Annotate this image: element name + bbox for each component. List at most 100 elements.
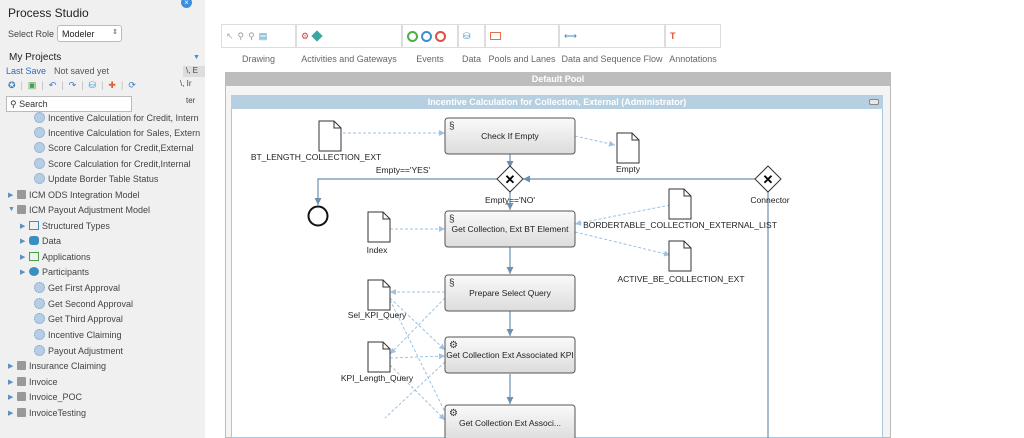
chevron-right-icon[interactable]: ▶ xyxy=(20,268,26,276)
activity[interactable]: ⚙Get Collection Ext Associ... xyxy=(444,404,576,438)
tree-item[interactable]: Get First Approval xyxy=(34,280,120,295)
close-icon[interactable]: × xyxy=(181,0,192,8)
refresh-icon[interactable]: ⟳ xyxy=(128,79,136,90)
end-event[interactable] xyxy=(307,205,329,227)
data-association[interactable] xyxy=(384,361,446,419)
chevron-right-icon[interactable]: ▶ xyxy=(8,393,14,401)
search-input[interactable]: ⚲ Search xyxy=(6,96,132,112)
pool-title[interactable]: Default Pool xyxy=(225,72,891,86)
tree-item[interactable]: ▶ Applications xyxy=(20,249,91,264)
data-object[interactable]: Index xyxy=(367,211,391,255)
tree-item-label: ICM Payout Adjustment Model xyxy=(29,204,151,215)
tree-item[interactable]: ▶Insurance Claiming xyxy=(8,358,106,373)
package-icon xyxy=(17,205,26,214)
tree-item-label: ICM ODS Integration Model xyxy=(29,189,140,200)
data-object[interactable]: ACTIVE_BE_COLLECTION_EXT xyxy=(617,240,745,284)
activity[interactable]: §Prepare Select Query xyxy=(444,274,576,312)
lane-collapse-button[interactable] xyxy=(869,99,879,105)
tree-item[interactable]: Incentive Claiming xyxy=(34,327,122,342)
role-label: Select Role xyxy=(8,29,55,39)
data-object[interactable]: Empty xyxy=(616,132,641,174)
applications-icon xyxy=(29,252,39,261)
tree-item[interactable]: Score Calculation for Credit,External xyxy=(34,140,194,155)
data-object[interactable]: Sel_KPI_Query xyxy=(348,279,407,320)
tree-item[interactable]: ▶Invoice_POC xyxy=(8,389,82,404)
truncated-panel-text: ter xyxy=(186,96,196,105)
tree-item[interactable]: ▶ Invoice xyxy=(8,374,58,389)
deploy-icon[interactable]: ⛁ xyxy=(88,79,97,90)
tree-item[interactable]: Update Border Table Status xyxy=(34,171,158,186)
data-association[interactable] xyxy=(389,364,446,421)
palette-annotations: T xyxy=(665,24,721,48)
new-file-icon[interactable]: ▣ xyxy=(27,79,37,90)
data-association[interactable] xyxy=(574,204,671,226)
activity-gear-icon[interactable]: ⚙ xyxy=(301,30,310,41)
chevron-right-icon[interactable]: ▶ xyxy=(20,237,26,245)
tree-item-label: Score Calculation for Credit,Internal xyxy=(48,158,191,169)
chevron-down-icon[interactable]: ▼ xyxy=(8,206,15,213)
role-select[interactable]: Modeler ⇕ xyxy=(57,25,122,42)
palette-label: Events xyxy=(416,54,444,64)
chevron-right-icon[interactable]: ▶ xyxy=(8,378,14,386)
data-object[interactable]: BORDERTABLE_COLLECTION_EXTERNAL_LIST xyxy=(583,188,777,230)
data-association[interactable] xyxy=(389,297,446,351)
redo-icon[interactable]: ↷ xyxy=(68,79,77,90)
pool-icon[interactable] xyxy=(490,32,501,40)
annotation-icon[interactable]: T xyxy=(670,31,676,41)
gateway-name-label: Connector xyxy=(750,195,789,205)
end-event-icon[interactable] xyxy=(435,30,446,42)
chevron-right-icon[interactable]: ▶ xyxy=(8,409,14,417)
activity[interactable]: §Check If Empty xyxy=(444,117,576,155)
data-object[interactable]: KPI_Length_Query xyxy=(341,341,414,383)
sequence-flow-icon[interactable]: ⟷ xyxy=(564,30,577,41)
chevron-right-icon[interactable]: ▶ xyxy=(20,222,26,230)
tree-item[interactable]: ▶Participants xyxy=(20,264,89,279)
start-event-icon[interactable] xyxy=(407,30,418,42)
tree-item-label: Applications xyxy=(42,251,91,262)
activity[interactable]: ⚙Get Collection Ext Associated KPI xyxy=(444,336,576,374)
sequence-flow[interactable] xyxy=(314,178,497,205)
tree-item[interactable]: Payout Adjustment xyxy=(34,343,123,358)
palette-data: ⛁ xyxy=(458,24,485,48)
database-icon[interactable]: ⛁ xyxy=(463,30,471,41)
tree-item[interactable]: ▶ ICM ODS Integration Model xyxy=(8,187,140,202)
zoom-in-icon[interactable]: ⚲ xyxy=(237,30,245,41)
data-association[interactable] xyxy=(574,135,616,147)
data-association[interactable] xyxy=(389,299,446,413)
tree-item[interactable]: Get Second Approval xyxy=(34,296,133,311)
zoom-out-icon[interactable]: ⚲ xyxy=(248,30,255,41)
gear-icon xyxy=(34,298,45,309)
tree-item[interactable]: ▶Data xyxy=(20,233,61,248)
exclusive-gateway-connector[interactable]: ✕ xyxy=(754,165,782,193)
tree-item[interactable]: Incentive Calculation for Sales, Extern xyxy=(34,125,200,140)
intermediate-event-icon[interactable] xyxy=(421,30,432,42)
tree-item[interactable]: Get Third Approval xyxy=(34,311,123,326)
data-object[interactable]: BT_LENGTH_COLLECTION_EXT xyxy=(251,120,381,162)
chevron-right-icon[interactable]: ▶ xyxy=(20,253,26,261)
data-association[interactable] xyxy=(389,297,446,355)
truncated-panel-text: \, E xyxy=(183,66,205,77)
chevron-updown-icon: ⇕ xyxy=(112,29,118,36)
gear-icon xyxy=(34,282,45,293)
print-icon[interactable]: ▤ xyxy=(258,30,268,41)
tree-item[interactable]: ▶Structured Types xyxy=(20,218,110,233)
settings-icon[interactable]: ✪ xyxy=(8,79,16,90)
exclusive-gateway[interactable]: ✕ xyxy=(496,165,524,193)
tree-item[interactable]: ▶InvoiceTesting xyxy=(8,405,86,420)
lane-title[interactable]: Incentive Calculation for Collection, Ex… xyxy=(231,95,883,109)
chevron-right-icon[interactable]: ▶ xyxy=(8,191,14,199)
add-process-icon[interactable]: ✚ xyxy=(108,79,116,90)
tree-item-label: Update Border Table Status xyxy=(48,173,159,184)
data-association[interactable] xyxy=(389,353,446,360)
tree-item[interactable]: Score Calculation for Credit,Internal xyxy=(34,156,191,171)
undo-icon[interactable]: ↶ xyxy=(48,79,57,90)
package-icon xyxy=(17,190,26,199)
tree-item[interactable]: ▼ ICM Payout Adjustment Model xyxy=(8,202,150,217)
activity[interactable]: §Get Collection, Ext BT Element xyxy=(444,210,576,248)
chevron-down-icon[interactable]: ▼ xyxy=(193,54,200,61)
chevron-right-icon[interactable]: ▶ xyxy=(8,362,14,370)
data-association[interactable] xyxy=(574,231,671,257)
select-tool-icon[interactable]: ↖ xyxy=(226,30,234,41)
tree-item[interactable]: Incentive Calculation for Credit, Intern xyxy=(34,110,199,125)
tree-item-label: Invoice xyxy=(29,376,58,387)
